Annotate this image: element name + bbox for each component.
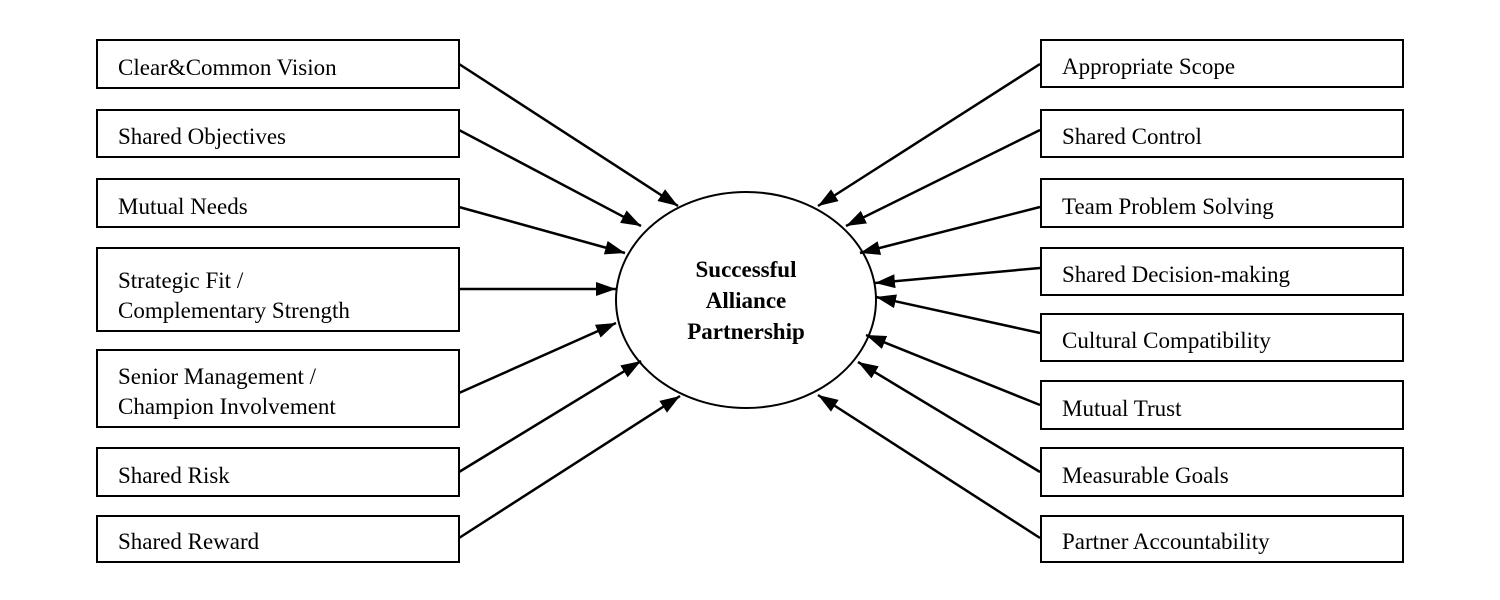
right-factor-box: Shared Decision-making xyxy=(1040,247,1404,296)
right-factor-box: Measurable Goals xyxy=(1040,447,1404,497)
right-factor-box: Appropriate Scope xyxy=(1040,39,1404,88)
arrow xyxy=(875,294,1041,335)
arrow xyxy=(817,393,1041,540)
left-factor-box: Shared Reward xyxy=(96,515,460,563)
factor-label: Clear&Common Vision xyxy=(118,55,337,80)
factor-label: Champion Involvement xyxy=(118,394,336,419)
left-factor-box: Shared Objectives xyxy=(96,109,460,158)
factor-label: Shared Reward xyxy=(118,529,260,554)
arrow xyxy=(817,62,1041,208)
left-factor-box: Shared Risk xyxy=(96,447,460,497)
arrow xyxy=(874,266,1041,289)
factor-label: Senior Management / xyxy=(118,364,317,389)
factor-label: Complementary Strength xyxy=(118,298,350,323)
left-factor-box: Clear&Common Vision xyxy=(96,39,460,89)
left-factor-box: Senior Management / Champion Involvement xyxy=(96,349,460,428)
factor-label: Partner Accountability xyxy=(1062,529,1270,554)
arrow xyxy=(458,205,626,255)
center-line: Successful xyxy=(695,256,797,282)
arrow xyxy=(865,333,1041,407)
arrow xyxy=(458,321,617,395)
factor-label: Mutual Needs xyxy=(118,194,248,219)
arrow xyxy=(845,128,1041,228)
factor-label: Measurable Goals xyxy=(1062,463,1229,488)
right-factor-box: Shared Control xyxy=(1040,109,1404,158)
factor-label: Strategic Fit / xyxy=(118,268,244,293)
left-factor-box: Mutual Needs xyxy=(96,178,460,228)
right-factor-box: Team Problem Solving xyxy=(1040,178,1404,228)
right-factor-box: Partner Accountability xyxy=(1040,515,1404,563)
arrow xyxy=(857,360,1041,474)
left-factor-box: Strategic Fit / Complementary Strength xyxy=(96,247,460,332)
arrow xyxy=(458,128,642,228)
factor-label: Team Problem Solving xyxy=(1062,194,1274,219)
factor-label: Cultural Compatibility xyxy=(1062,328,1271,353)
factor-label: Shared Decision-making xyxy=(1062,262,1291,287)
center-line: Alliance xyxy=(705,287,787,313)
right-factor-box: Cultural Compatibility xyxy=(1040,313,1404,362)
arrow xyxy=(458,394,681,540)
central-concept: Successful Alliance Partnership xyxy=(616,192,876,408)
factor-label: Shared Objectives xyxy=(118,124,286,149)
arrow xyxy=(458,359,642,474)
center-line: Partnership xyxy=(687,318,805,344)
arrow xyxy=(859,205,1041,255)
factor-label: Mutual Trust xyxy=(1062,396,1182,421)
factor-label: Shared Control xyxy=(1062,124,1202,149)
arrow xyxy=(458,62,679,208)
factor-label: Shared Risk xyxy=(118,463,230,488)
right-factor-box: Mutual Trust xyxy=(1040,380,1404,430)
factor-label: Appropriate Scope xyxy=(1062,54,1236,79)
